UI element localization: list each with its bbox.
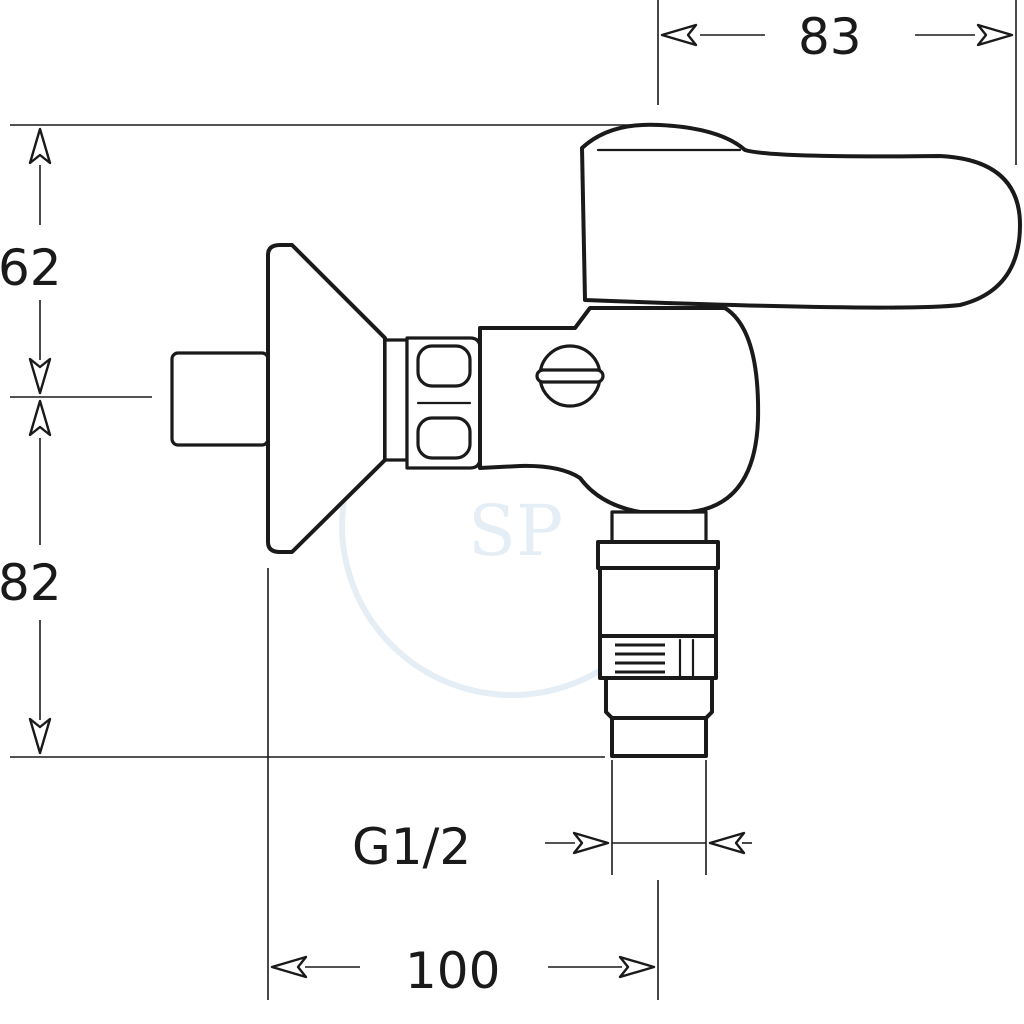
dimension-height-upper: 62 xyxy=(0,127,62,395)
dimension-width-bottom: 100 xyxy=(270,942,656,1000)
hose-tail-collar xyxy=(604,676,714,720)
collar xyxy=(383,338,409,462)
lever-handle xyxy=(580,122,1022,310)
wall-stub xyxy=(170,351,270,447)
watermark-text: SP xyxy=(468,490,563,572)
dimension-100-label: 100 xyxy=(405,942,500,1000)
dimension-width-top: 83 xyxy=(660,8,1014,66)
faucet-drawing xyxy=(170,122,1022,758)
dimension-83-label: 83 xyxy=(798,8,862,66)
dimension-g12-label: G1/2 xyxy=(352,818,471,876)
dimension-62-label: 62 xyxy=(0,239,62,297)
outlet-neck xyxy=(610,510,708,544)
rosette xyxy=(266,243,387,554)
hose-tail xyxy=(610,716,708,758)
extension-lines xyxy=(10,0,1017,1000)
outlet-ring xyxy=(596,540,720,570)
valve-body xyxy=(478,306,761,514)
dimension-height-lower: 82 xyxy=(0,399,62,755)
dimension-82-label: 82 xyxy=(0,554,62,612)
outlet-coupling xyxy=(598,566,718,638)
dimension-thread: G1/2 xyxy=(352,818,752,876)
